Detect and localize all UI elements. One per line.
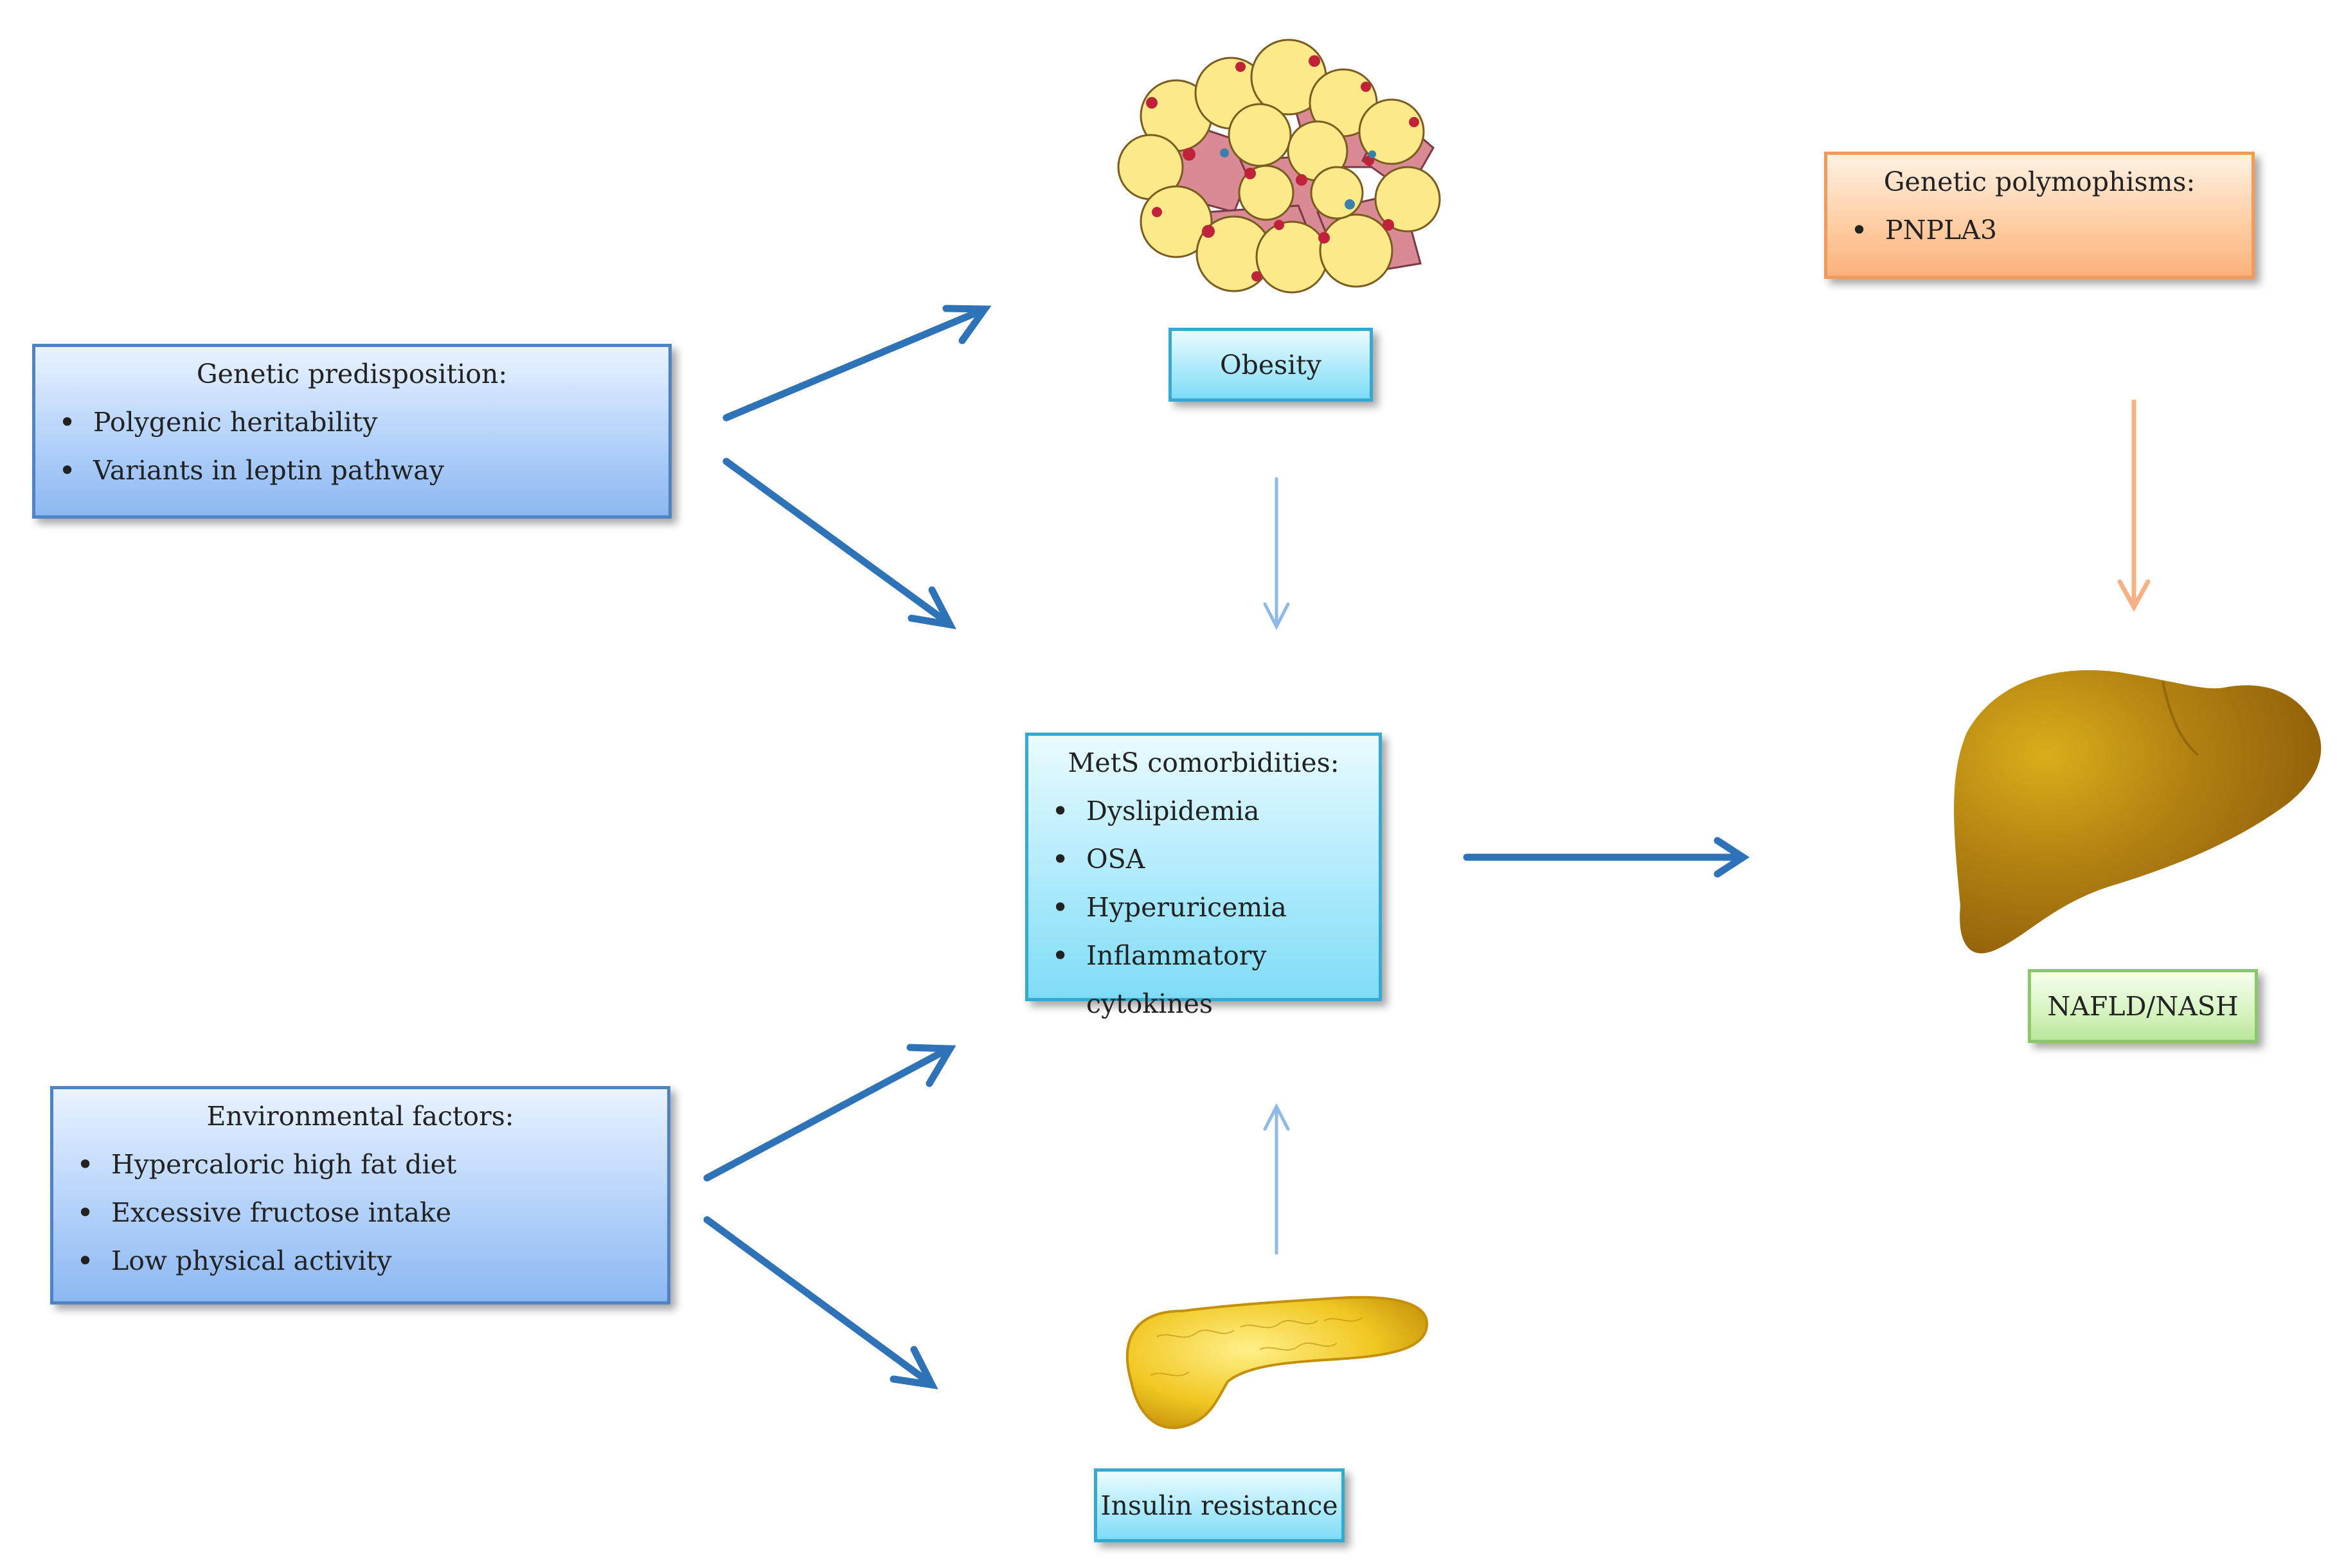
list-item: Hypercaloric high fat diet <box>53 1141 667 1189</box>
arrow-environmental-to-insulin <box>703 1216 938 1390</box>
genetic-predisposition-box: Genetic predisposition: Polygenic herita… <box>32 344 672 519</box>
list-item: Low physical activity <box>53 1237 667 1285</box>
nafld-nash-label: NAFLD/NASH <box>2047 990 2239 1022</box>
genetic-predisposition-list: Polygenic heritability Variants in lepti… <box>35 398 668 495</box>
immune-cells <box>1220 148 1376 209</box>
mets-comorbidities-box: MetS comorbidities: Dyslipidemia OSA Hyp… <box>1025 733 1382 1019</box>
list-item: Variants in leptin pathway <box>35 447 668 495</box>
list-item: Inflammatory cytokines <box>1028 932 1379 1028</box>
obesity-label-box: Obesity <box>1168 328 1373 402</box>
arrow-insulin-to-mets <box>1263 1103 1290 1255</box>
mets-comorbidities-list: Dyslipidemia OSA Hyperuricemia Inflammat… <box>1028 787 1379 1028</box>
list-item: Excessive fructose intake <box>53 1189 667 1237</box>
genetic-predisposition-title: Genetic predisposition: <box>196 359 508 389</box>
environmental-factors-title: Environmental factors: <box>206 1101 514 1132</box>
mets-comorbidities-title: MetS comorbidities: <box>1068 747 1339 778</box>
genetic-polymorphisms-list: PNPLA3 <box>1827 206 2252 254</box>
list-item: Dyslipidemia <box>1028 787 1379 835</box>
liver-lobe-line <box>2162 681 2199 756</box>
insulin-resistance-label: Insulin resistance <box>1100 1490 1338 1521</box>
nuclei <box>1146 55 1419 281</box>
arrow-genetic-to-mets <box>722 458 956 630</box>
insulin-resistance-label-box: Insulin resistance <box>1094 1468 1345 1542</box>
pancreas-texture <box>1150 1317 1363 1376</box>
nafld-nash-label-box: NAFLD/NASH <box>2028 969 2258 1043</box>
environmental-factors-list: Hypercaloric high fat diet Excessive fru… <box>53 1141 667 1285</box>
list-item: Hyperuricemia <box>1028 884 1379 932</box>
obesity-label: Obesity <box>1220 349 1321 380</box>
list-item: Polygenic heritability <box>35 398 668 447</box>
environmental-factors-box: Environmental factors: Hypercaloric high… <box>50 1086 670 1305</box>
liver-shape <box>1954 670 2322 954</box>
arrow-genetic-to-obesity <box>722 305 992 422</box>
genetic-polymorphisms-box: Genetic polymophisms: PNPLA3 <box>1824 152 2255 279</box>
arrow-mets-to-liver <box>1463 837 1750 878</box>
list-item: PNPLA3 <box>1827 206 2252 254</box>
arrow-obesity-to-mets <box>1263 477 1290 630</box>
arrow-polymorphisms-to-liver <box>2117 399 2151 612</box>
fat-cells <box>1117 39 1441 294</box>
list-item: OSA <box>1028 835 1379 884</box>
genetic-polymorphisms-title: Genetic polymophisms: <box>1883 166 2196 197</box>
arrow-environmental-to-mets <box>703 1044 956 1182</box>
